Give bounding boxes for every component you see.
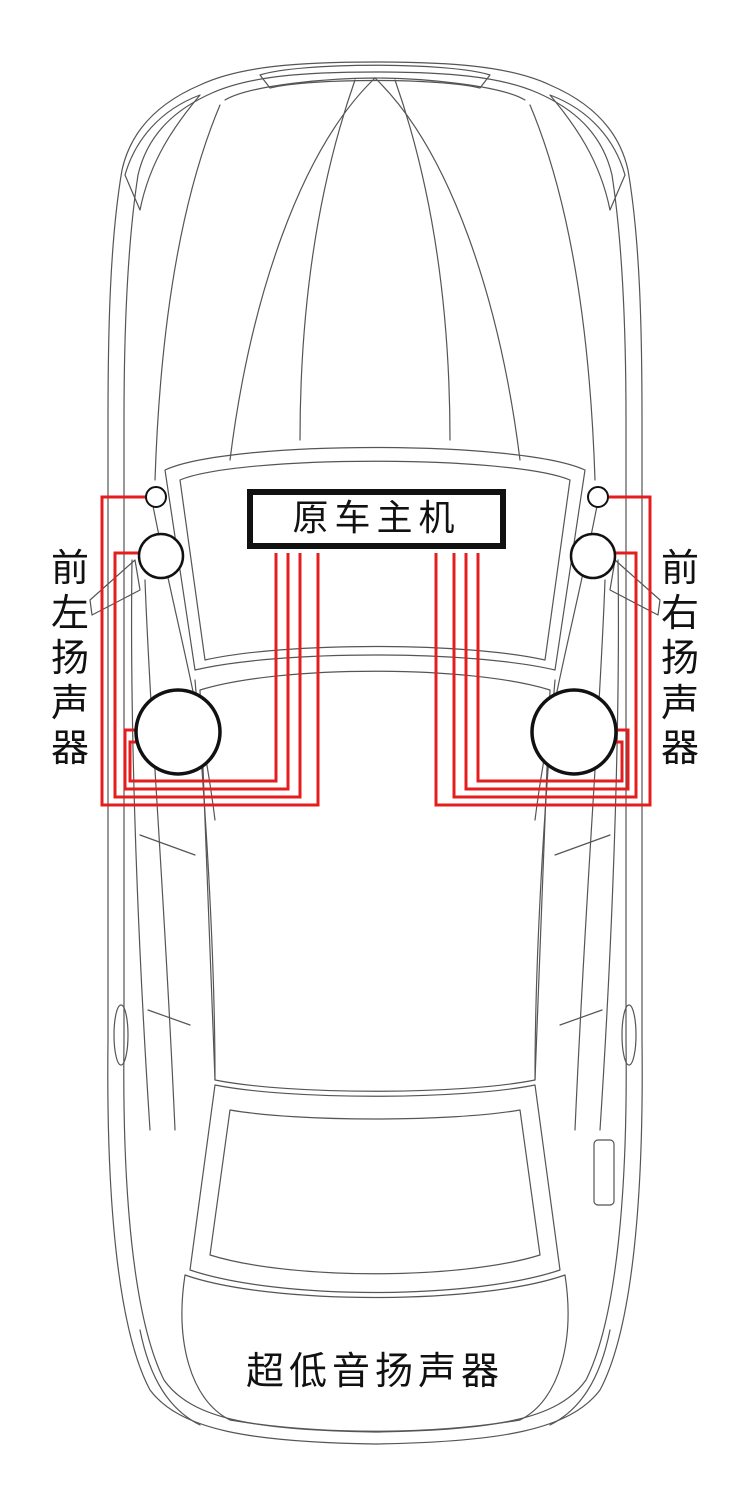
wheel-arch-left bbox=[113, 1004, 129, 1066]
door-right-divider-2 bbox=[559, 1009, 603, 1026]
door-left-outer bbox=[130, 559, 151, 1131]
windshield-inner bbox=[179, 460, 571, 661]
wire-right-woofer-b bbox=[476, 553, 624, 783]
fuel-door bbox=[593, 1139, 615, 1206]
hood-side-left bbox=[154, 104, 221, 481]
tweeter-left bbox=[145, 486, 167, 508]
head-unit-label: 原车主机 bbox=[292, 498, 461, 539]
midrange-left bbox=[137, 532, 185, 580]
front-left-speaker-label: 前左扬声器 bbox=[50, 546, 89, 770]
mirror-left bbox=[89, 559, 141, 616]
wire-left-woofer-a bbox=[123, 553, 290, 791]
tail-light-right bbox=[549, 1329, 611, 1426]
headlight-right bbox=[549, 94, 626, 211]
door-left-divider-2 bbox=[147, 1009, 191, 1026]
mirror-right bbox=[609, 559, 661, 616]
subwoofer-label: 超低音扬声器 bbox=[245, 1349, 504, 1393]
woofer-left bbox=[134, 688, 222, 776]
door-left-divider-1 bbox=[139, 834, 196, 856]
wire-right-tweeter bbox=[434, 495, 652, 807]
hood-center-right bbox=[394, 79, 451, 441]
wire-left-tweeter bbox=[100, 495, 320, 807]
wire-left-woofer-b bbox=[128, 553, 278, 783]
wheel-arch-right bbox=[621, 1004, 637, 1066]
woofer-right bbox=[530, 688, 618, 776]
rear-window bbox=[189, 1084, 561, 1294]
door-right-inner bbox=[574, 579, 606, 1131]
hood-center-left bbox=[299, 79, 356, 441]
tail-light-left bbox=[139, 1329, 201, 1426]
head-unit-box: 原车主机 bbox=[247, 489, 506, 549]
car-body-outline bbox=[107, 61, 643, 1445]
wire-left-midrange bbox=[113, 551, 302, 799]
front-right-speaker-label: 前右扬声器 bbox=[660, 546, 699, 770]
hood-side-right bbox=[529, 104, 596, 481]
car-body-inner bbox=[123, 71, 627, 1433]
rear-window-inner bbox=[209, 1109, 541, 1275]
wire-right-woofer-a bbox=[464, 553, 630, 791]
front-grille bbox=[259, 64, 491, 89]
midrange-right bbox=[569, 532, 617, 580]
wire-right-midrange bbox=[452, 551, 638, 799]
tweeter-right bbox=[587, 486, 609, 508]
door-right-outer bbox=[599, 559, 620, 1131]
roof bbox=[199, 670, 551, 1092]
trunk-lid bbox=[181, 1274, 569, 1432]
headlight-left bbox=[124, 94, 201, 211]
door-left-inner bbox=[144, 579, 176, 1131]
windshield-outer bbox=[164, 446, 586, 671]
door-right-divider-1 bbox=[554, 834, 611, 856]
